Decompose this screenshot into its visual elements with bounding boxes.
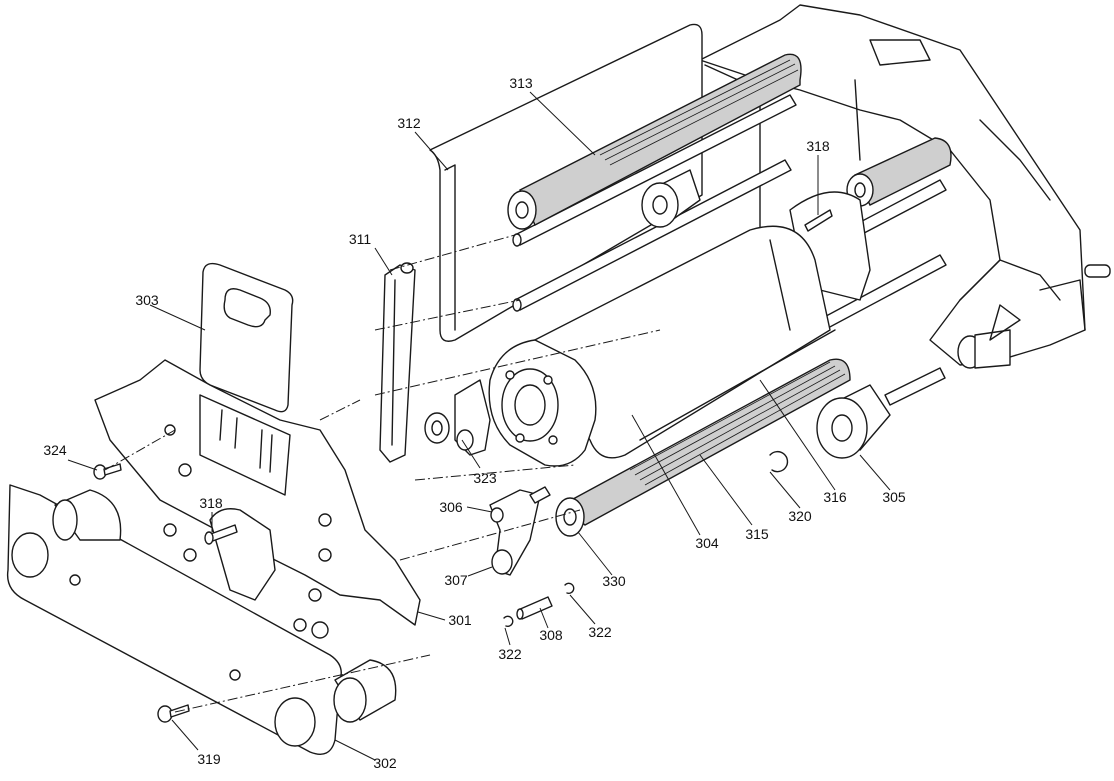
callout-304: 304 [695,535,719,551]
roller-315 [555,358,851,537]
guide-311 [379,262,416,463]
callout-315: 315 [745,526,769,542]
callout-316: 316 [823,489,847,505]
callout-320: 320 [788,508,812,524]
callout-306: 306 [439,499,463,515]
clip-320 [769,450,789,473]
callout-318-lower: 318 [199,495,223,511]
callout-305: 305 [882,489,906,505]
roller-313 [507,53,802,230]
pin-308 [503,582,575,628]
callout-319: 319 [197,751,221,767]
screw-319 [157,704,190,723]
callout-313: 313 [509,75,533,91]
gear-305 [816,367,946,459]
gear-upper [641,169,701,228]
alignment-lines [104,234,661,713]
callout-322-left: 322 [498,646,522,662]
callout-labels: 313 312 311 303 318 323 324 318 306 307 … [43,75,906,771]
callout-302: 302 [373,755,397,771]
callout-301: 301 [448,612,472,628]
block-303 [199,262,294,413]
screw-324 [93,463,122,480]
bracket-323 [424,379,491,456]
callout-308: 308 [539,627,563,643]
lever-306-307 [489,486,551,576]
callout-323: 323 [473,470,497,486]
callout-307: 307 [444,572,468,588]
callout-324: 324 [43,442,67,458]
callout-318-upper: 318 [806,138,830,154]
cylinder-304 [524,225,836,459]
callout-303: 303 [135,292,159,308]
roller-313-ribs [599,59,799,166]
callout-322-right: 322 [588,624,612,640]
callout-312: 312 [397,115,421,131]
front-plate-302 [6,484,397,755]
roller-315-ribs [629,361,846,486]
side-frame-301 [94,359,421,639]
end-plate-cylinder [488,339,597,467]
callout-330: 330 [602,573,626,589]
screw-318-front [204,524,238,545]
callout-311: 311 [349,231,372,247]
leader-lines [67,91,891,761]
